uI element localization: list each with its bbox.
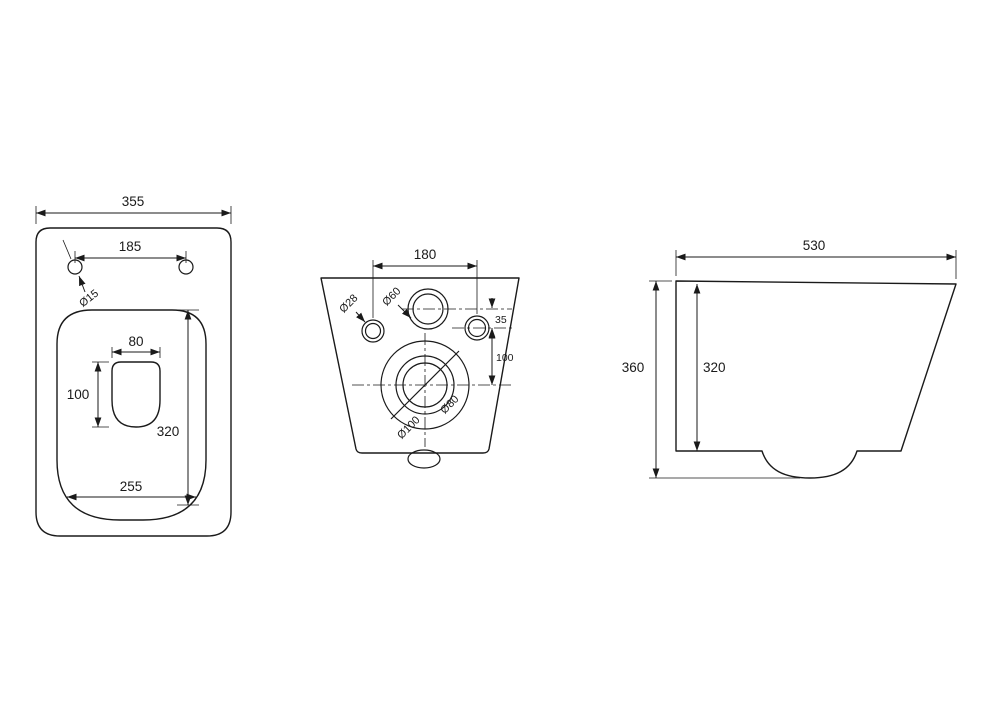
rear-body-outline (320, 277, 520, 454)
flush-hole-inner (412, 293, 444, 325)
outlet-flange-circle (380, 340, 470, 430)
dim-label-waterspot-width: 80 (128, 334, 143, 349)
leader-arrow (78, 275, 86, 293)
pan-outline (35, 227, 232, 537)
small-hole-inner (364, 322, 382, 340)
leader-arrow (355, 311, 366, 323)
dim-overall-depth: 530 (675, 238, 957, 279)
waterspot-outline (111, 361, 161, 428)
outlet-stub (407, 449, 441, 469)
dim-label-outlet-offset: 100 (496, 352, 514, 364)
leader-arrow (397, 304, 412, 319)
dim-bowl-width: 255 (67, 479, 196, 501)
dim-label-overall-depth: 530 (803, 238, 826, 253)
dim-label-overall-width: 355 (122, 194, 145, 209)
dim-hole-spacing: 185 (74, 239, 187, 263)
outlet-diameter-line (390, 350, 460, 420)
small-hole-outer (361, 319, 385, 343)
leader-extension (62, 239, 72, 260)
dim-label-bowl-length: 320 (157, 424, 180, 439)
dim-waterspot-depth: 100 (67, 361, 109, 428)
dim-waterspot-width: 80 (111, 334, 161, 358)
dim-label-hole-offset: 35 (495, 314, 507, 326)
outlet-outer-circle (395, 355, 455, 415)
side-profile-outline (675, 280, 957, 479)
dim-label-bowl-width: 255 (120, 479, 143, 494)
dim-label-fixing-spacing: 180 (414, 247, 437, 262)
right-hole-inner (467, 318, 487, 338)
dim-label-waterspot-depth: 100 (67, 387, 90, 402)
dim-label-body-height: 320 (703, 360, 726, 375)
dim-overall-width: 355 (35, 194, 232, 224)
top-view: 355 185 Ø15 80 (35, 194, 232, 537)
outlet-inner-circle (402, 362, 448, 408)
dim-label-overall-height: 360 (622, 360, 645, 375)
dim-bowl-length: 320 (157, 309, 199, 506)
dim-overall-height: 360 (622, 280, 800, 479)
dim-outlet-offset: 100 (488, 328, 514, 385)
dim-label-hole-spacing: 185 (119, 239, 142, 254)
side-view: 530 360 320 (622, 238, 957, 479)
dim-fixing-spacing: 180 (372, 247, 478, 318)
bowl-outline (56, 309, 207, 521)
dim-body-height: 320 (693, 284, 726, 451)
